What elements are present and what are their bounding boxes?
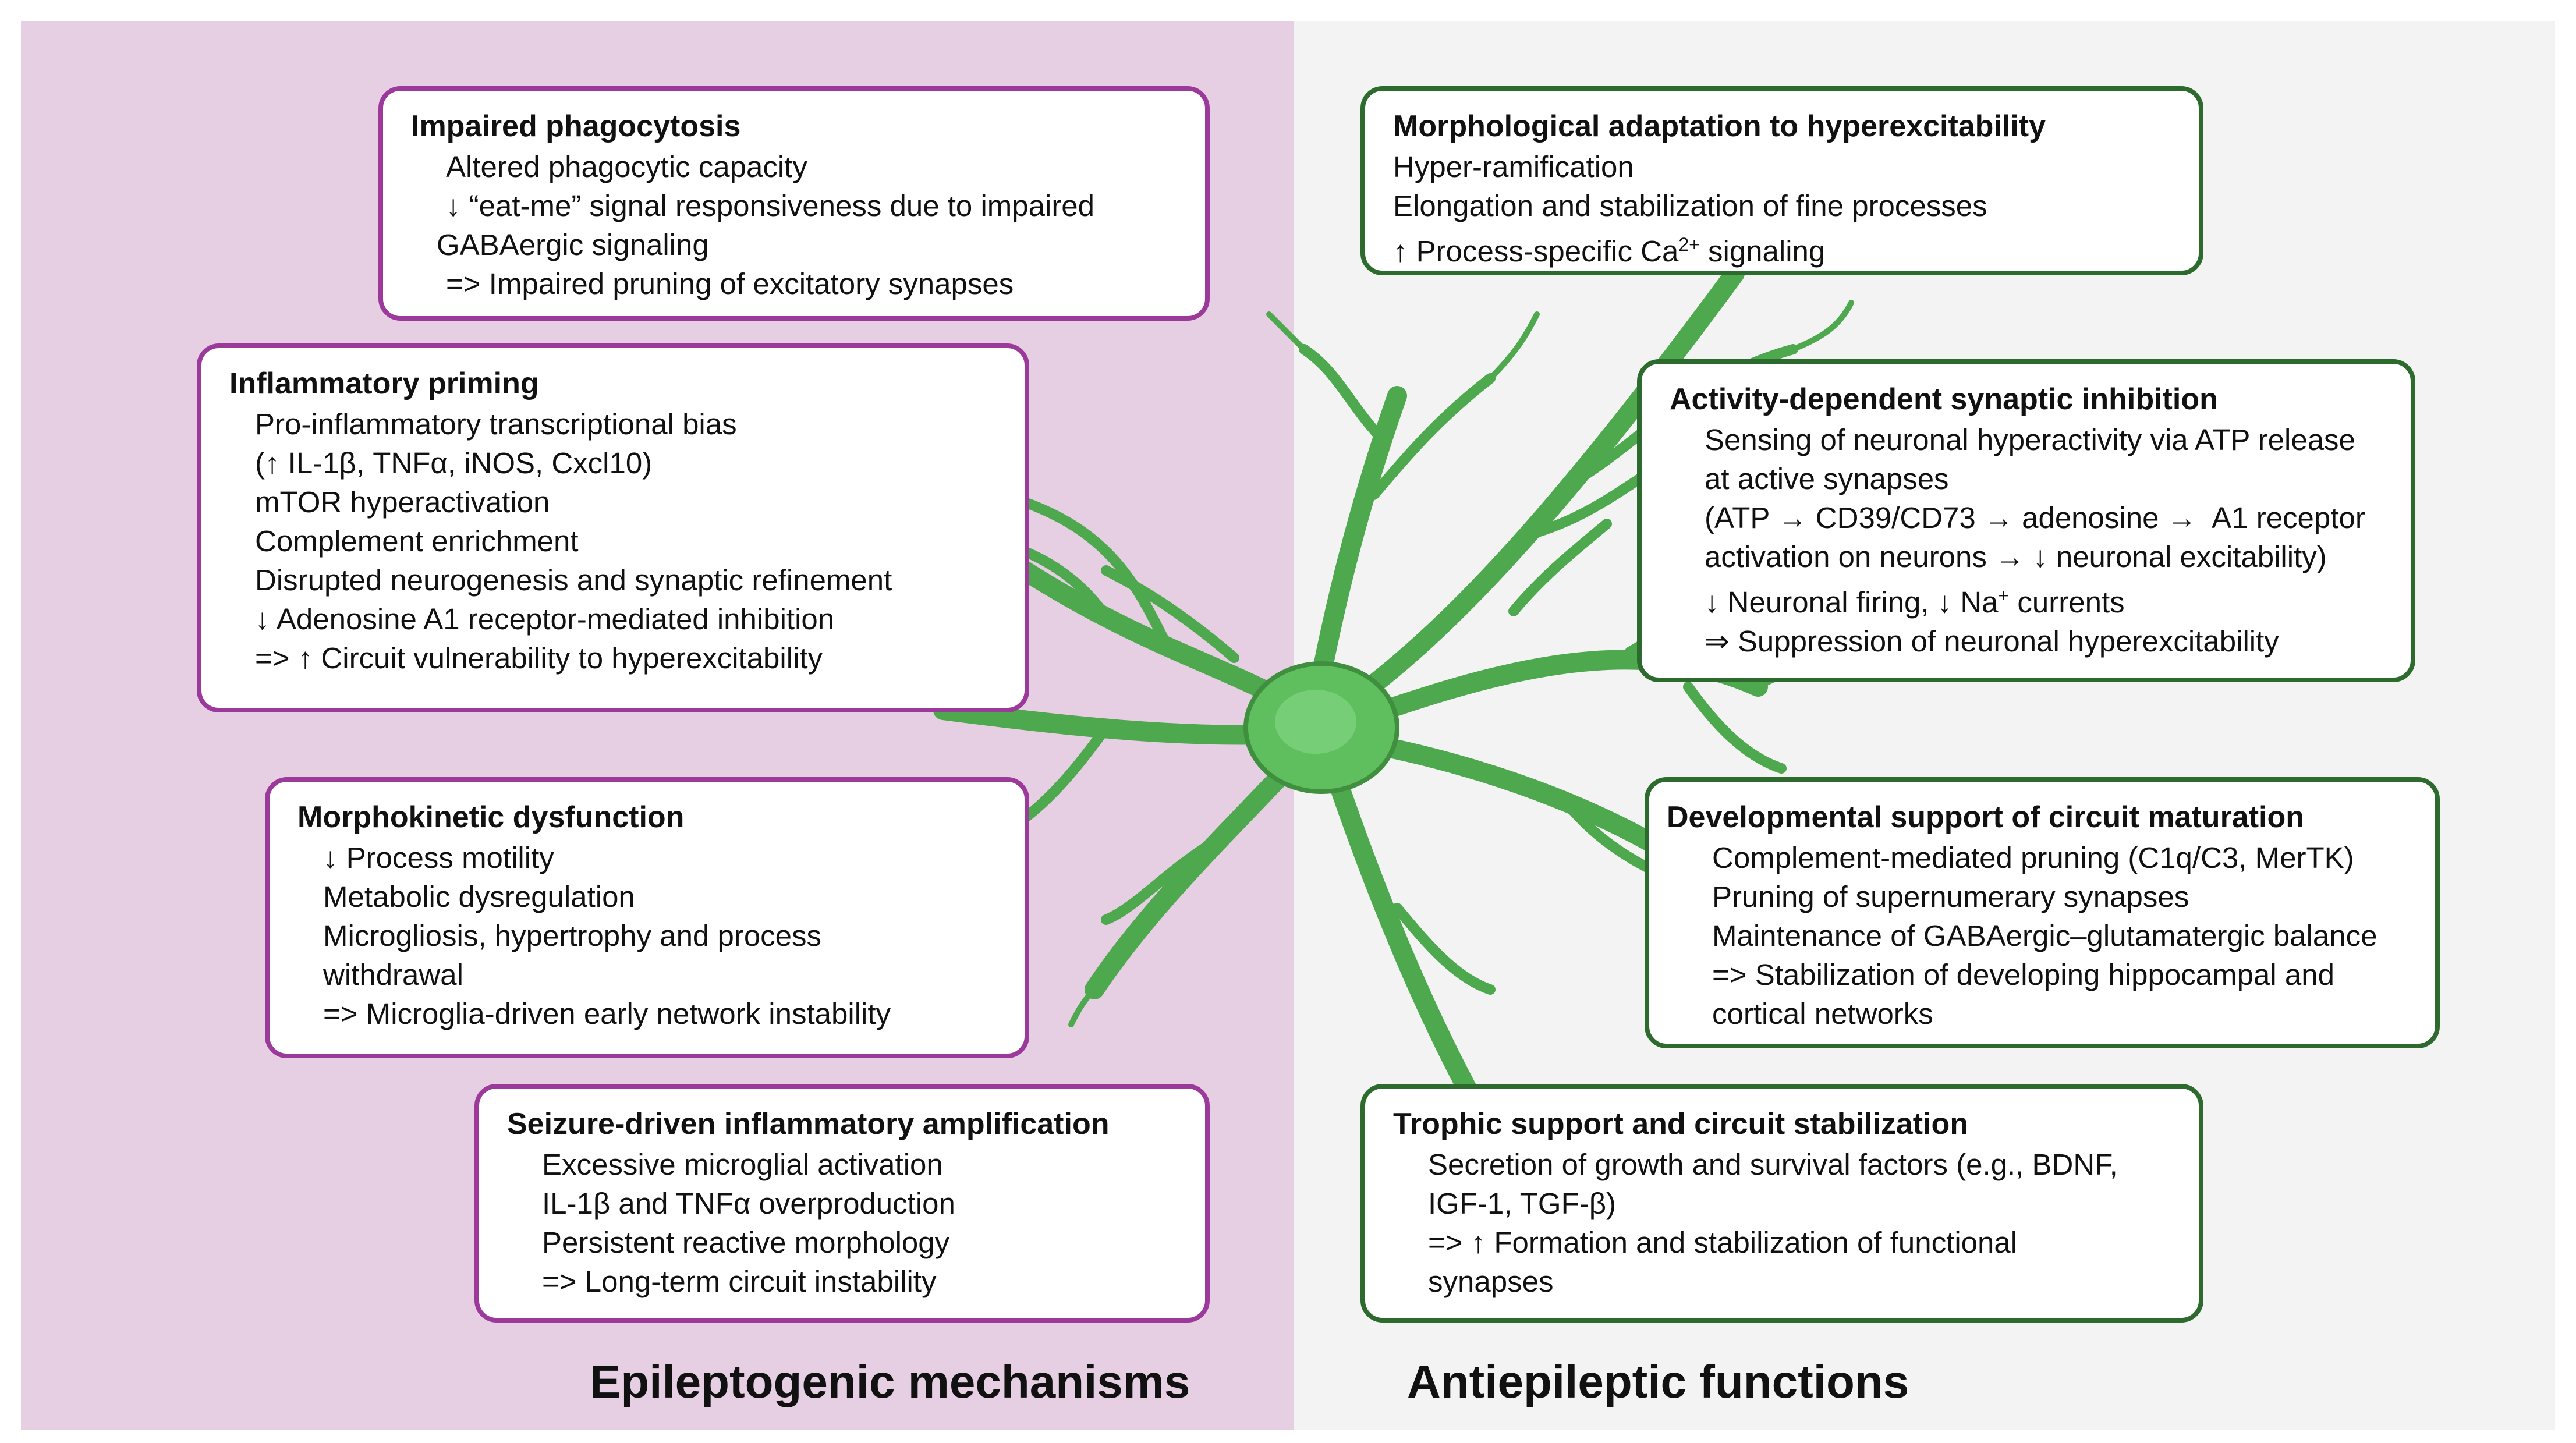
box-morphological-adaptation: Morphological adaptation to hyperexcitab… [1360, 86, 2203, 275]
box-line: Sensing of neuronal hyperactivity via AT… [1705, 423, 2355, 456]
box-line: ↓ Adenosine A1 receptor-mediated inhibit… [255, 602, 835, 636]
box-line: Excessive microglial activation [542, 1148, 943, 1181]
calcium-superscript: 2+ [1678, 234, 1700, 255]
box-line: Pro-inflammatory transcriptional bias [255, 407, 737, 441]
box-line: GABAergic signaling [437, 228, 709, 261]
box-line: Altered phagocytic capacity [446, 150, 807, 183]
box-line: Hyper-ramification [1393, 150, 1634, 183]
box-line: Pruning of supernumerary synapses [1712, 880, 2189, 913]
box-line: ⇒ Suppression of neuronal hyperexcitabil… [1705, 625, 2279, 658]
box-line: at active synapses [1705, 462, 1949, 495]
box-title: Activity-dependent synaptic inhibition [1670, 382, 2218, 416]
epileptogenic-mechanisms-label: Epileptogenic mechanisms [590, 1356, 1190, 1407]
calcium-line-text: ↑ Process-specific Ca [1393, 235, 1679, 268]
box-trophic-support: Trophic support and circuit stabilizatio… [1360, 1084, 2203, 1323]
box-line: Maintenance of GABAergic–glutamatergic b… [1712, 919, 2377, 952]
box-line-calcium: ↑ Process-specific Ca2+ signaling [1393, 225, 2175, 271]
box-title: Impaired phagocytosis [411, 109, 741, 143]
box-line: withdrawal [323, 958, 463, 991]
box-line: Metabolic dysregulation [323, 880, 635, 913]
box-line: => Microglia-driven early network instab… [323, 997, 891, 1030]
box-line: activation on neurons → ↓ neuronal excit… [1705, 540, 2327, 573]
box-inflammatory-priming: Inflammatory priming Pro-inflammatory tr… [197, 343, 1029, 712]
box-line: => ↑ Formation and stabilization of func… [1428, 1226, 2018, 1259]
box-line: ↓ Process motility [323, 841, 554, 874]
box-line: ↓ “eat-me” signal responsiveness due to … [446, 189, 1095, 222]
box-line: => Long-term circuit instability [542, 1265, 937, 1298]
sodium-line-text: ↓ Neuronal firing, ↓ Na [1705, 586, 1999, 619]
box-title: Inflammatory priming [229, 367, 539, 400]
box-line: (↑ IL-1β, TNFα, iNOS, Cxcl10) [255, 446, 653, 480]
box-line-sodium: ↓ Neuronal firing, ↓ Na+ currents [1670, 576, 2387, 622]
box-line: Persistent reactive morphology [542, 1226, 950, 1259]
box-title: Developmental support of circuit maturat… [1667, 800, 2305, 834]
box-line: Secretion of growth and survival factors… [1428, 1148, 2118, 1181]
box-line: => Impaired pruning of excitatory synaps… [446, 267, 1014, 300]
box-line: Microgliosis, hypertrophy and process [323, 919, 822, 952]
calcium-line-suffix: signaling [1699, 235, 1826, 268]
box-impaired-phagocytosis: Impaired phagocytosis Altered phagocytic… [378, 86, 1210, 321]
box-line: IL-1β and TNFα overproduction [542, 1187, 955, 1220]
box-title: Trophic support and circuit stabilizatio… [1393, 1107, 1969, 1141]
box-line: => ↑ Circuit vulnerability to hyperexcit… [255, 641, 823, 675]
sodium-line-suffix: currents [2009, 586, 2125, 619]
box-line: Complement-mediated pruning (C1q/C3, Mer… [1712, 841, 2354, 874]
box-activity-dependent-inhibition: Activity-dependent synaptic inhibition S… [1637, 359, 2415, 682]
box-line: Disrupted neurogenesis and synaptic refi… [255, 563, 892, 597]
box-title: Seizure-driven inflammatory amplificatio… [507, 1107, 1110, 1141]
box-title: Morphokinetic dysfunction [297, 800, 685, 834]
box-developmental-support: Developmental support of circuit maturat… [1645, 777, 2440, 1048]
box-line: IGF-1, TGF-β) [1428, 1187, 1617, 1220]
box-line: synapses [1428, 1265, 1554, 1298]
box-title: Morphological adaptation to hyperexcitab… [1393, 109, 2046, 143]
box-line: Complement enrichment [255, 524, 579, 558]
box-line: (ATP → CD39/CD73 → adenosine → A1 recept… [1705, 501, 2365, 534]
box-line: => Stabilization of developing hippocamp… [1712, 958, 2334, 991]
box-line: mTOR hyperactivation [255, 485, 550, 519]
box-line: cortical networks [1712, 997, 1933, 1030]
box-morphokinetic-dysfunction: Morphokinetic dysfunction ↓ Process moti… [265, 777, 1029, 1058]
box-seizure-driven-amplification: Seizure-driven inflammatory amplificatio… [474, 1084, 1210, 1323]
sodium-superscript: + [1998, 585, 2010, 606]
antiepileptic-functions-label: Antiepileptic functions [1407, 1356, 1909, 1407]
box-line: Elongation and stabilization of fine pro… [1393, 189, 1987, 222]
